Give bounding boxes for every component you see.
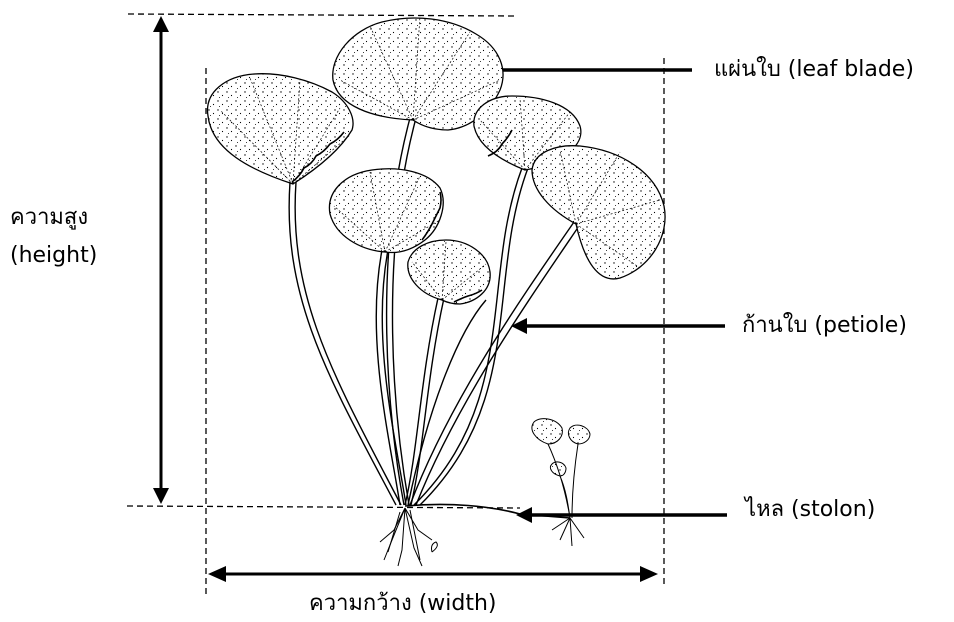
leaf-5: [329, 169, 443, 253]
height-arrow: [153, 16, 169, 504]
height-label-thai: ความสูง: [10, 204, 88, 232]
bottom-height-guide: [127, 506, 520, 508]
petiole-label: ก้านใบ (petiole): [742, 312, 907, 340]
width-arrow: [208, 566, 658, 582]
plantlet: [532, 419, 590, 546]
leaf-4: [532, 146, 665, 279]
stolon: [405, 504, 570, 518]
leaf-1: [208, 74, 353, 184]
leaf-blade-label: แผ่นใบ (leaf blade): [714, 56, 914, 84]
height-label-english: (height): [10, 242, 97, 270]
leaf-blades: [208, 18, 666, 304]
roots: [380, 508, 437, 566]
stolon-label: ไหล (stolon): [745, 496, 875, 524]
width-label: ความกว้าง (width): [309, 590, 497, 618]
top-height-guide: [128, 14, 515, 16]
